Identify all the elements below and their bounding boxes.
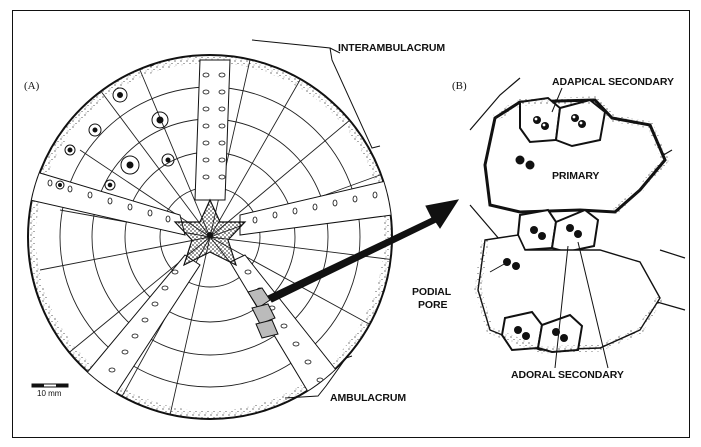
adapical-secondary-label: ADAPICAL SECONDARY (552, 76, 674, 88)
scale-bar (32, 384, 68, 387)
ambulacrum-label: AMBULACRUM (330, 392, 406, 404)
interambulacrum-label: INTERAMBULACRUM (338, 42, 445, 54)
plate-detail (470, 78, 685, 352)
scale-bar-label: 10 mm (37, 389, 61, 398)
adoral-secondary-label: ADORAL SECONDARY (511, 369, 624, 381)
urchin-test (28, 54, 395, 419)
podial-pore-label-line2: PORE (418, 299, 447, 311)
panel-b-label: (B) (452, 80, 467, 92)
primary-label: PRIMARY (552, 170, 599, 182)
podial-pore-label-line1: PODIAL (412, 286, 451, 298)
panel-a-label: (A) (24, 80, 39, 92)
